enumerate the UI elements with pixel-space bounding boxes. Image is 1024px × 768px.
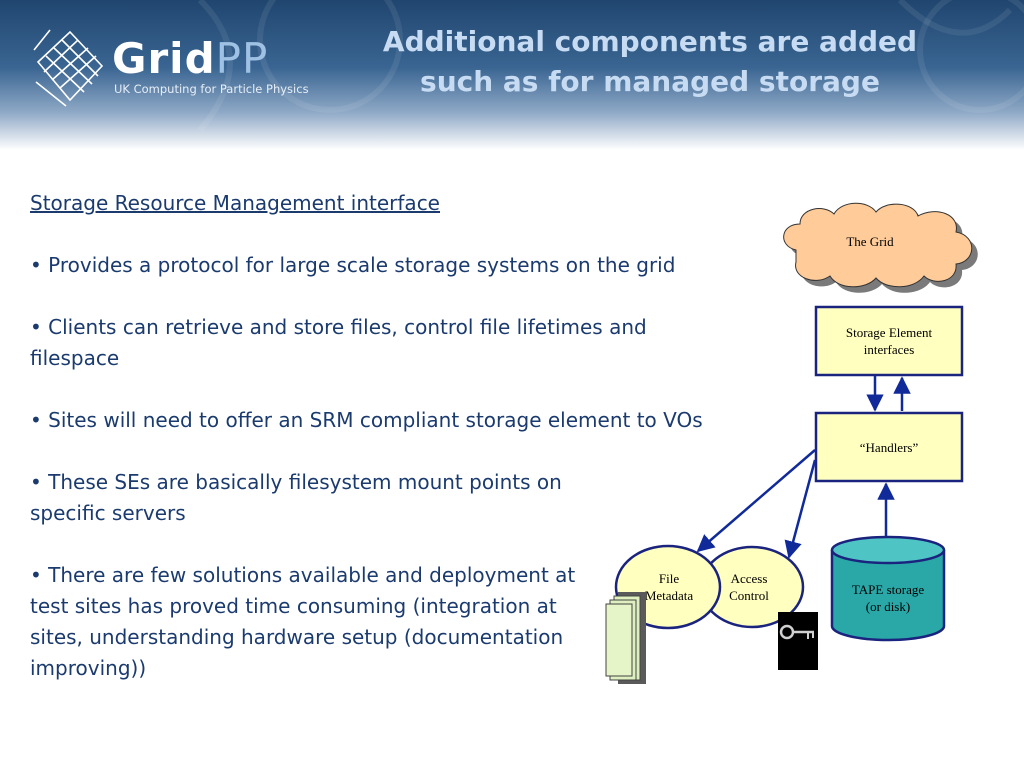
grid-globe-logo-icon <box>33 29 104 107</box>
se-label-line-1: Storage Element <box>846 325 933 340</box>
banner-pattern <box>197 0 1024 132</box>
logo-subtitle: UK Computing for Particle Physics <box>114 82 309 96</box>
se-label-line-2: interfaces <box>864 342 915 357</box>
bullet-4: • These SEs are basically filesystem mou… <box>30 470 562 525</box>
bullet-1: • Provides a protocol for large scale st… <box>30 253 676 277</box>
access-label-line-1: Access <box>731 571 768 586</box>
bullet-2: • Clients can retrieve and store files, … <box>30 315 647 370</box>
bullet-5: • There are few solutions available and … <box>30 563 576 680</box>
slide-title-line-2: such as for managed storage <box>420 65 880 98</box>
access-label-line-2: Control <box>729 588 769 603</box>
header-banner: GridPP UK Computing for Particle Physics… <box>0 0 1024 150</box>
grid-cloud: The Grid <box>783 202 978 293</box>
logo-word-accent: PP <box>215 34 269 83</box>
tape-label-line-2: (or disk) <box>866 599 910 614</box>
logo-word-main: Grid <box>112 34 216 83</box>
logo-wordmark: GridPP <box>112 34 268 83</box>
handlers-label: “Handlers” <box>860 440 919 455</box>
arrow-handlers-to-access-control <box>784 459 817 559</box>
gridpp-logo: GridPP UK Computing for Particle Physics <box>30 22 330 112</box>
arrow-handlers-to-file-metadata <box>696 449 816 553</box>
cloud-label: The Grid <box>846 234 894 249</box>
document-stack-icon <box>605 592 646 684</box>
slide-body: Storage Resource Management interface • … <box>30 188 770 715</box>
slide-title: Additional components are added such as … <box>360 22 940 102</box>
tape-storage-cylinder: TAPE storage (or disk) <box>830 535 946 642</box>
file-label-line-2: Metadata <box>645 588 694 603</box>
storage-element-box: Storage Element interfaces <box>814 305 964 377</box>
tape-label-line-1: TAPE storage <box>852 582 924 597</box>
handlers-box: “Handlers” <box>814 411 964 483</box>
slide-title-line-1: Additional components are added <box>382 25 918 58</box>
key-icon <box>778 612 818 670</box>
file-label-line-1: File <box>659 571 679 586</box>
section-heading: Storage Resource Management interface <box>30 191 440 215</box>
bullet-3: • Sites will need to offer an SRM compli… <box>30 408 703 432</box>
